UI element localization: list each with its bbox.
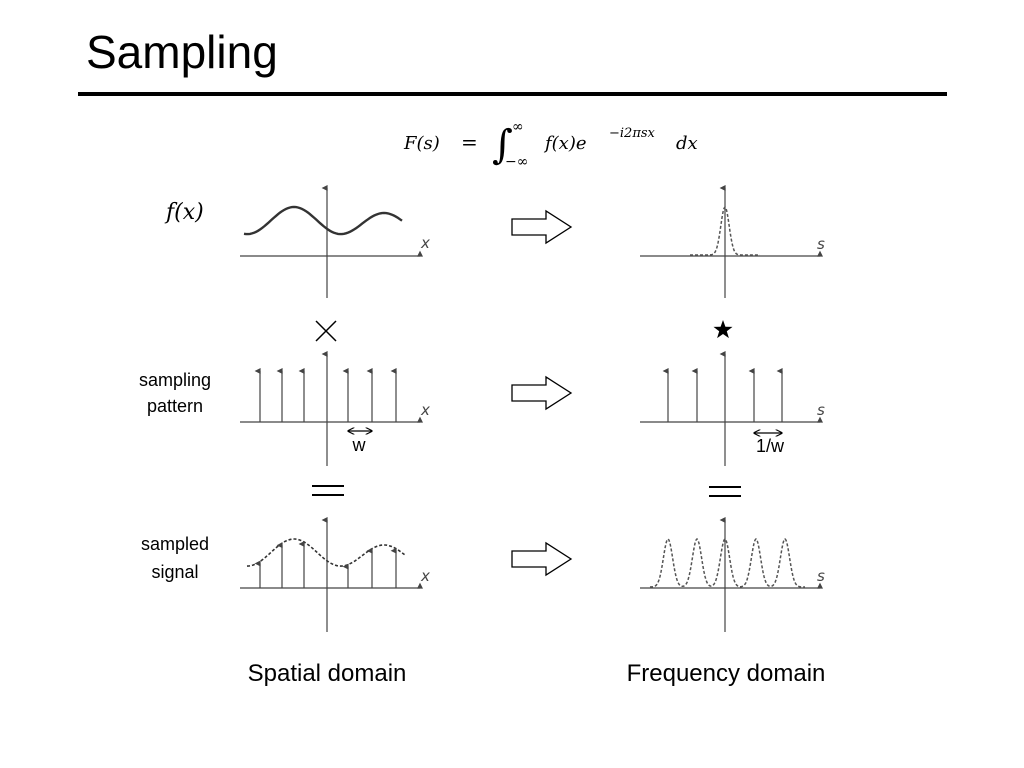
spacing-label-w: w [352, 435, 367, 455]
sampled-label-line2: signal [151, 562, 198, 582]
frequency-plot-spectrum: s [640, 185, 825, 298]
convolve-operator [713, 320, 733, 339]
signal-curve [243, 205, 403, 236]
integral-sign: ∫ [492, 122, 513, 168]
transform-arrow-3 [511, 541, 573, 577]
lower-limit: −∞ [505, 154, 528, 170]
frequency-domain-caption: Frequency domain [627, 660, 826, 687]
fourier-formula: F(s) = ∫ ∞ −∞ f(x)e −i2πsx dx [403, 119, 698, 170]
upper-limit: ∞ [512, 119, 524, 135]
equals-operator-spatial [312, 485, 344, 496]
formula-integrand: f(x)e [543, 133, 587, 154]
frequency-plot-sampling-pattern: s 1/w [640, 351, 825, 466]
sampled-envelope-curve [246, 538, 406, 567]
multiply-operator [315, 320, 337, 342]
pattern-label-line2: pattern [147, 396, 203, 416]
s-axis-label: s [817, 235, 825, 253]
s-axis-label: s [817, 401, 825, 419]
formula-exponent: −i2πsx [609, 126, 656, 141]
signal-label: f(x) [164, 200, 204, 225]
replicated-spectrum-curve [649, 537, 805, 588]
slide-title: Sampling [86, 26, 278, 78]
transform-arrow-1 [511, 209, 573, 245]
formula-differential: dx [676, 133, 698, 154]
spatial-plot-signal: x [240, 185, 430, 298]
spectrum-curve [690, 205, 760, 256]
spatial-plot-sampled-signal: x [240, 517, 430, 632]
s-axis-label: s [817, 567, 825, 585]
title-underline [78, 92, 947, 96]
sampled-label-line1: sampled [141, 534, 209, 554]
transform-arrow-2 [511, 375, 573, 411]
x-axis-label: x [420, 401, 430, 419]
x-axis-label: x [420, 234, 430, 252]
pattern-label-line1: sampling [139, 370, 211, 390]
equals-operator-frequency [709, 486, 741, 497]
formula-equals: = [461, 130, 478, 154]
formula-lhs: F(s) [403, 133, 440, 154]
spacing-label-1-over-w: 1/w [756, 436, 785, 456]
spatial-plot-sampling-pattern: x w [240, 351, 430, 466]
spatial-domain-caption: Spatial domain [248, 660, 407, 687]
x-axis-label: x [420, 567, 430, 585]
frequency-plot-replicated-spectrum: s [640, 517, 825, 632]
